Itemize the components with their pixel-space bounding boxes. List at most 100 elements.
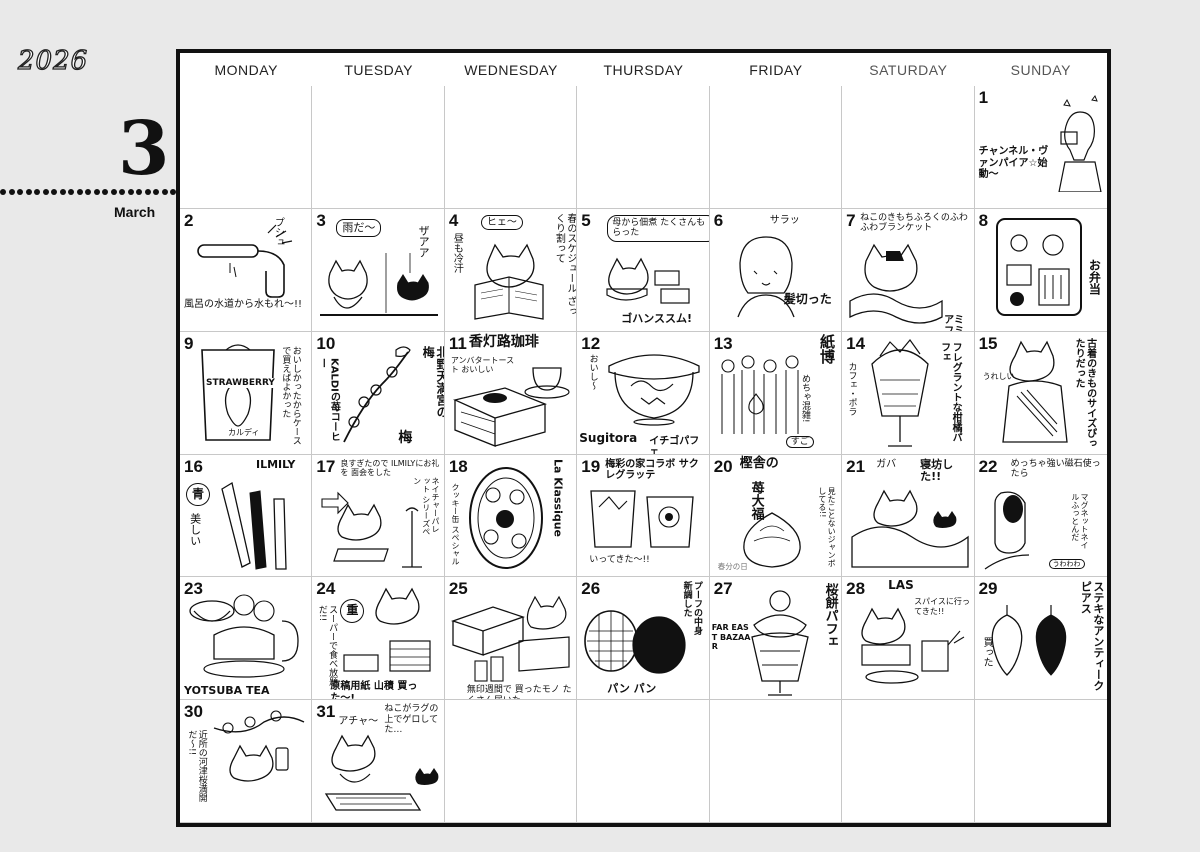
crowd-drawing [721,355,799,434]
day-note-2: ゴハンススム! [621,311,693,325]
day-note-sound: ザアア [417,224,431,258]
empty-cell [444,700,578,823]
day-cell-13[interactable]: 13 紙博 めちゃ混雑! すご [709,331,843,455]
cat-by-window-drawing [320,252,439,316]
day-cell-12[interactable]: 12 おいし〜 Sugitora イチゴパフェ [577,331,710,455]
day-cell-2[interactable]: 2 プシュ 風呂の水道から水もれ〜!! [180,208,313,332]
antique-earrings-drawing [991,605,1066,677]
day-note-2: 北野天満宮の梅 [421,345,445,418]
speech-bubble: すご [785,435,814,448]
day-cell-29[interactable]: 29 買った ステキなアンティークピアス [974,577,1107,701]
day-cell-20[interactable]: 20 樫舎の 苺大福 見たことないジャンボしてる!! 春分の日 [709,454,843,578]
day-cell-15[interactable]: 15 うれしい 古着のきものサイズぴったりだった [974,332,1107,455]
day-note-sound: サラッ [769,214,800,226]
day-cell-25[interactable]: 25 無印週間で 買ったモノ たくさん届いた [444,577,578,701]
day-note: 紙博 [817,333,836,364]
day-cell-24[interactable]: 24 スーパーで食べ放題だ!! 重 原稿用紙 山積 買った〜! [312,577,445,701]
empty-cell [577,86,710,209]
stamp-heavy: 重 [340,599,365,624]
day-number: 25 [448,579,468,599]
day-cell-3[interactable]: 3 雨だ〜 ザアア [312,208,445,332]
speech-bubble: うわわわ [1048,558,1085,569]
day-cell-21[interactable]: 21 ガバ 寝坊した!! [842,454,975,578]
day-note-2: マグネットネイルふっとんだ [1070,492,1089,549]
day-cell-18[interactable]: 18 クッキー缶 スペシャル La Klassique [444,454,578,578]
day-note: La Klassique [551,458,565,537]
day-number: 19 [581,456,601,476]
day-number: 24 [316,579,336,599]
day-cell-28[interactable]: 28 LAS スパイスに行ってきた!! [842,577,975,701]
day-note-2: いってきた〜!! [589,554,650,565]
day-number: 14 [846,333,866,353]
strawberry-parfait-drawing [608,354,700,426]
day-number: 4 [448,210,459,230]
day-note-3: 見たことないジャンボしてる!! [817,486,837,567]
day-note: LAS [888,578,914,593]
day-cell-9[interactable]: 9 STRAWBERRY カルディ おいしかったからケースで買えばよかった [180,331,313,455]
cherry-blossom-cat-drawing [213,710,305,782]
day-cell-11[interactable]: 11 香灯路珈琲 アンバタートースト おいしい [444,331,578,455]
empty-cell [842,86,975,209]
day-note-sound: プシュ [272,216,284,247]
weekday-friday: FRIDAY [749,61,803,78]
day-note-2: 髪切った [783,291,832,306]
day-note-3: おいし〜 [587,353,598,390]
day-cell-1[interactable]: 1 チャンネル・ヴァンパイア☆始動〜 [974,86,1107,209]
day-note: 寝坊した!! [920,457,954,484]
day-cell-4[interactable]: 4 ヒェ〜 春のスケジュール ざっくり割って 昼も冷汗 [444,208,578,332]
day-cell-27[interactable]: 27 桜餅パフェ FAR EAST BAZAAR [709,577,843,701]
day-number: 26 [581,579,601,599]
day-number: 9 [184,333,194,353]
day-number: 17 [316,456,336,476]
day-cell-16[interactable]: 16 ILMILY 青 美しい [180,454,313,578]
day-cell-7[interactable]: 7 ねこのきもちふろくのふわふわブランケット アミフミ [842,208,975,332]
day-note-2: ネイチャーパレット シリーズペン [412,476,440,536]
cat-in-kimono-drawing [1001,340,1068,443]
day-note: ILMILY [256,457,296,471]
empty-cell [444,86,578,209]
year-label: 2026 [17,45,89,76]
day-note-2: カフェ・ポラ [846,361,857,416]
day-note: 近所の河津桜満開だ〜!! [186,730,207,803]
day-number: 6 [713,210,724,230]
day-note-2: めちゃ混雑! [800,373,811,423]
day-cell-17[interactable]: 17 良すぎたので ILMILYにお礼を 面会をした ネイチャーパレット シリー… [312,454,445,578]
day-cell-31[interactable]: 31 アチャ〜 ねこがラグの上でゲロしてた… [312,700,445,823]
cat-waking-up-drawing [851,489,969,568]
cat-on-rug-drawing [325,734,439,811]
weekday-tuesday: TUESDAY [344,61,413,78]
day-note: お弁当 [1087,258,1102,295]
poufs-drawing [584,610,686,674]
day-cell-6[interactable]: 6 サラッ 髪切った [709,208,843,332]
day-number: 30 [184,702,203,722]
day-note-2: ガバ [876,458,897,470]
day-note: アチャ〜 [338,716,379,728]
day-note: 桜餅パフェ [822,583,838,649]
two-glasses-drawing [590,489,694,548]
empty-cell [709,86,843,209]
day-cell-19[interactable]: 19 梅彩の家コラボ サクレグラッテ いってきた〜!! [577,454,710,578]
day-cell-26[interactable]: 26 プーフの中身 新調した パン パン [577,577,710,701]
weekday-sunday: SUNDAY [1010,61,1071,78]
day-cell-30[interactable]: 30 近所の河津桜満開だ〜!! [180,700,313,823]
day-number: 20 [713,456,733,476]
empty-cell [974,700,1107,823]
day-cell-5[interactable]: 5 母から佃煮 たくさんもらった ゴハンススム! [577,208,710,332]
day-cell-10[interactable]: 10 KALDIの苺コーヒー 北野天満宮の梅 梅 [312,331,445,455]
empty-cell [312,86,445,209]
holiday-label: 春分の日 [717,562,748,572]
day-note-3: 美しい [188,512,202,546]
day-cell-8[interactable]: 8 お弁当 [974,209,1107,332]
day-cell-23[interactable]: 23 YOTSUBA TEA [180,577,313,701]
faucet-drawing [197,224,293,298]
day-number: 1 [978,88,989,107]
month-name: March [114,204,156,220]
day-cell-22[interactable]: 22 めっちゃ強い磁石使ったら マグネットネイルふっとんだ うわわわ [974,455,1107,578]
weekday-wednesday: WEDNESDAY [464,61,558,78]
calendar-grid: MONDAY TUESDAY WEDNESDAY THURSDAY FRIDAY… [176,49,1111,827]
day-cell-14[interactable]: 14 カフェ・ポラ フレグラントな柑橘パフェ [842,331,975,455]
day-note: Sugitora [579,430,638,445]
weekday-monday: MONDAY [214,61,278,78]
cat-writing-letter-drawing [321,491,423,568]
day-note-2: ねこがラグの上でゲロしてた… [384,704,439,735]
